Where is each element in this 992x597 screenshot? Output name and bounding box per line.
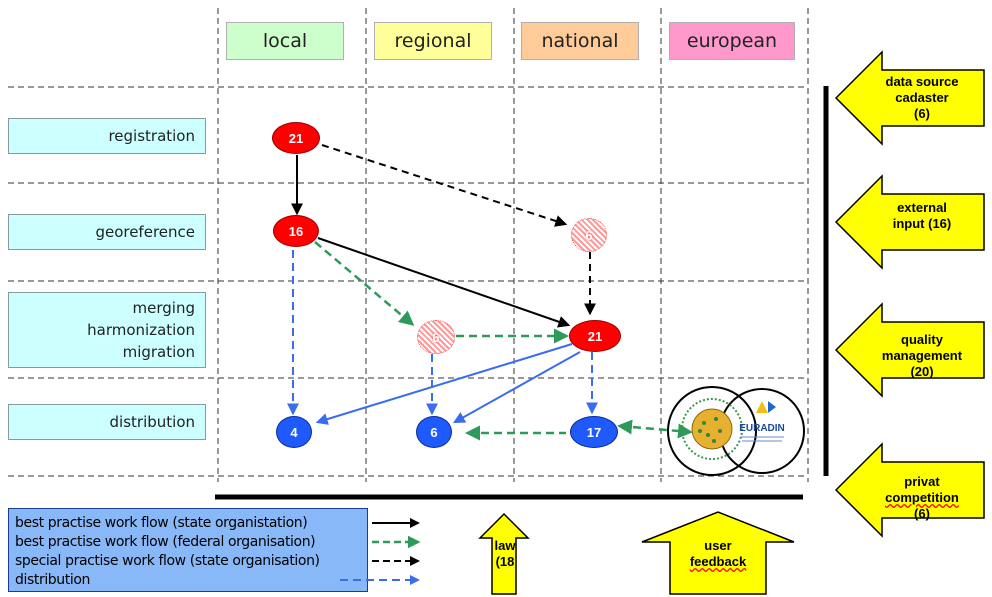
column-header-national: national	[521, 22, 639, 60]
arrow-label-line: privat	[904, 474, 940, 489]
input-arrow-shape	[834, 302, 985, 398]
arrow-label-line: competition	[885, 490, 959, 505]
law-label-line: (18	[495, 554, 515, 569]
arrow-label-line: external	[897, 200, 947, 215]
row-label-text: distribution	[109, 413, 195, 431]
user-label-line: user	[704, 538, 732, 553]
arrow-label-external-input: external input (16)	[862, 196, 982, 236]
input-arrow-shape	[834, 174, 985, 270]
law-arrow-shape	[478, 512, 530, 595]
arrow-blue-solid	[315, 343, 573, 425]
row-label-text: migration	[122, 343, 195, 361]
network-logo-circle	[667, 386, 757, 476]
arrow-label-line: management	[881, 348, 963, 363]
arrow-green-dashed	[617, 419, 693, 439]
legend-item: distribution	[15, 572, 90, 588]
arrow-label-line: (6)	[914, 506, 930, 521]
input-arrow-shape	[834, 50, 985, 146]
legend-item: special practise work flow (state organi…	[15, 553, 320, 569]
law-arrow-label: law (18	[492, 538, 518, 570]
row-label-text: merging	[132, 299, 195, 317]
arrow-label-line: (6)	[914, 106, 930, 121]
euradin-logo-text: EURADIN	[739, 423, 785, 434]
column-header-european: european	[669, 22, 795, 60]
euradin-logo-mark	[756, 401, 768, 413]
arrow-blue-solid	[452, 351, 581, 424]
user-label-line: feedback	[689, 554, 747, 569]
node-registration-national: 6	[571, 218, 607, 252]
arrow-black-dashed	[321, 144, 568, 227]
row-label-text: georeference	[95, 223, 195, 241]
row-label-text: harmonization	[87, 321, 195, 339]
column-header-local: local	[226, 22, 344, 60]
user-feedback-arrow-label: user feedback	[680, 538, 756, 570]
node-distribution-local: 4	[276, 416, 312, 448]
node-distribution-national: 17	[570, 416, 618, 448]
network-logo-ring	[681, 398, 743, 460]
arrow-label-line: (20)	[910, 364, 934, 379]
row-label-merging: merging harmonization migration	[8, 292, 206, 368]
network-logo-globe	[691, 408, 733, 450]
arrow-label-line: data source	[885, 74, 959, 89]
arrow-label-line: cadaster	[895, 90, 949, 105]
row-label-registration: registration	[8, 118, 206, 154]
node-registration-local: 21	[272, 122, 320, 154]
right-arrows	[834, 50, 985, 538]
row-label-distribution: distribution	[8, 404, 206, 440]
bottom-arrows	[478, 511, 795, 595]
row-label-georeference: georeference	[8, 214, 206, 250]
arrow-label-line: input (16)	[892, 216, 952, 231]
arrow-label-privat: privat competition (6)	[862, 468, 982, 528]
legend-item: best practise work flow (state organista…	[15, 515, 308, 531]
arrow-label-line: quality	[901, 332, 943, 347]
legend-box: best practise work flow (state organista…	[8, 508, 368, 592]
node-merging-regional: 6	[417, 320, 455, 354]
arrow-green-dashed	[314, 241, 415, 326]
legend-item: best practise work flow (federal organis…	[15, 534, 316, 550]
legend-arrows	[340, 518, 421, 585]
row-label-text: registration	[108, 127, 195, 145]
european-logos: EURADIN	[667, 386, 805, 476]
column-header-regional: regional	[374, 22, 492, 60]
arrow-label-quality: quality management (20)	[862, 326, 982, 386]
input-arrow-shape	[834, 442, 985, 538]
arrow-label-data-source: data source cadaster (6)	[862, 68, 982, 128]
arrow-black-solid	[317, 237, 571, 328]
node-distribution-regional: 6	[416, 416, 452, 448]
user-feedback-arrow-shape	[641, 511, 795, 595]
law-label-line: law	[494, 538, 516, 553]
node-georeference-local: 16	[273, 215, 319, 247]
node-merging-national: 21	[569, 320, 621, 352]
